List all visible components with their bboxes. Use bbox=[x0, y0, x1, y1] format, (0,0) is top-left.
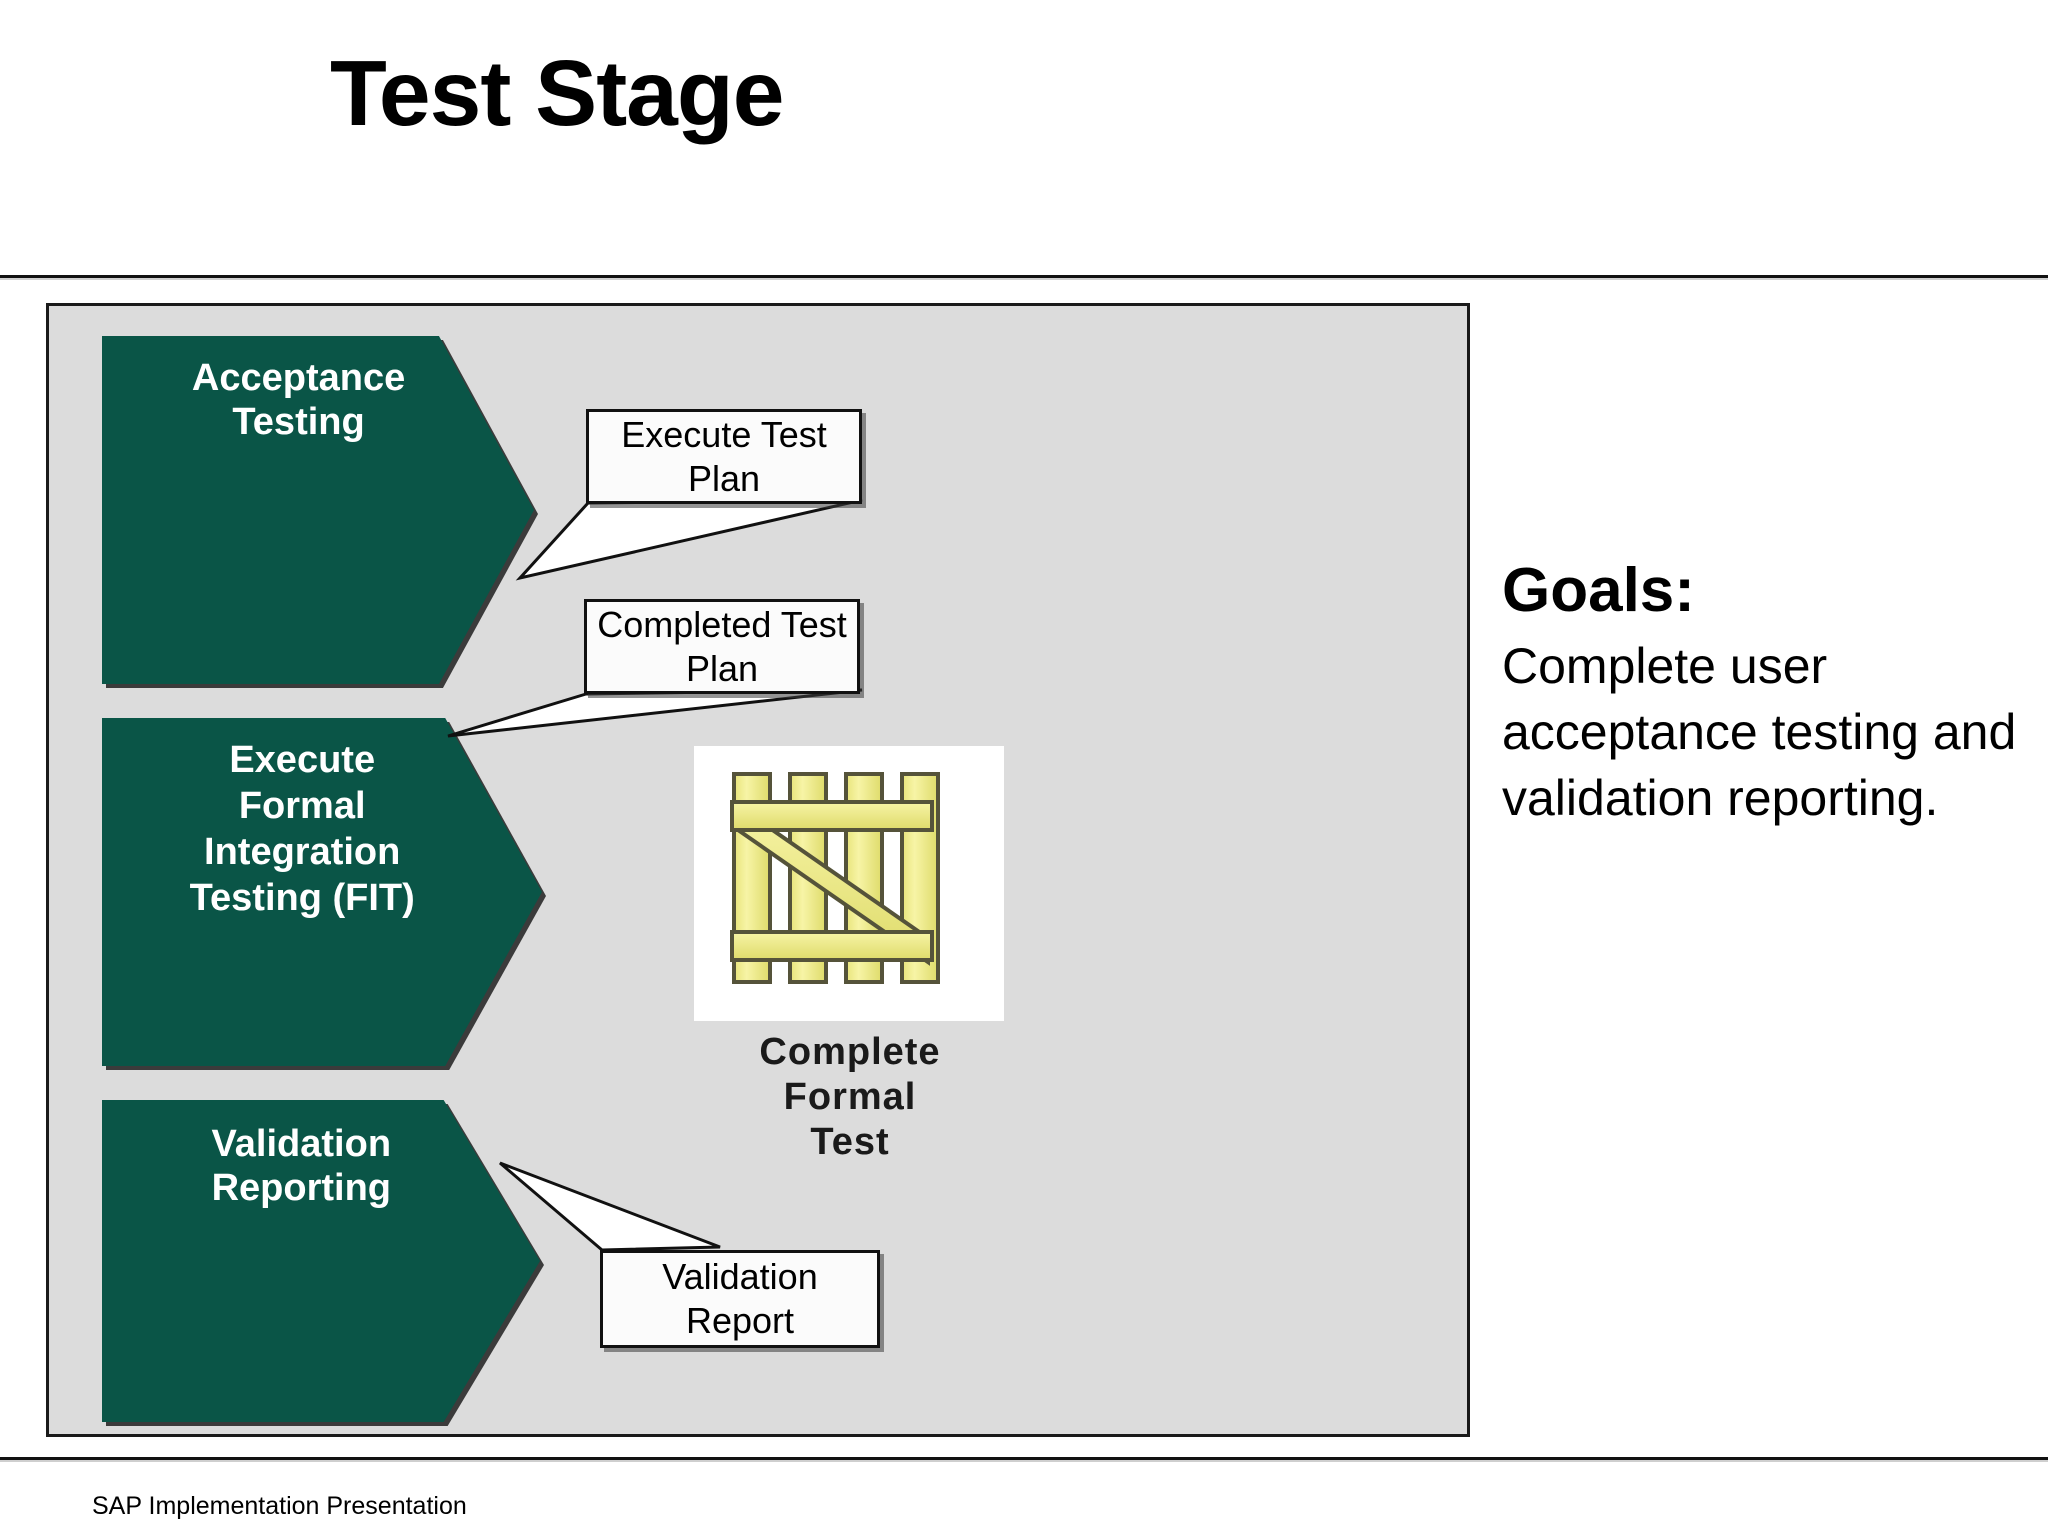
page-title: Test Stage bbox=[330, 41, 784, 145]
title-divider bbox=[0, 275, 2048, 280]
goals-block: Goals: Complete user acceptance testing … bbox=[1502, 558, 2022, 831]
goals-body: Complete user acceptance testing and val… bbox=[1502, 638, 2017, 827]
footer-divider bbox=[0, 1457, 2048, 1462]
gate-fence-icon bbox=[730, 772, 940, 984]
goals-heading: Goals: bbox=[1502, 556, 1695, 625]
footer-text: SAP Implementation Presentation bbox=[92, 1492, 467, 1520]
gate-icon-frame bbox=[694, 746, 1004, 1021]
